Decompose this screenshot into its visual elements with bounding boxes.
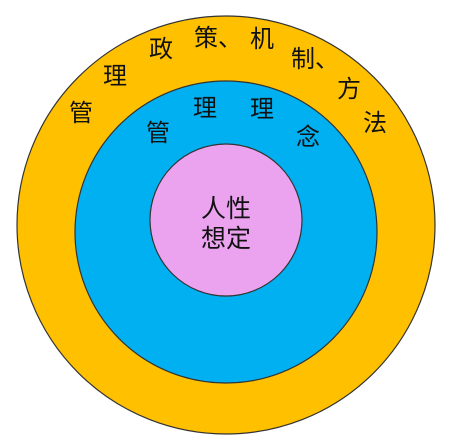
outer-label-char: 机 (250, 25, 274, 53)
middle-label-char: 管 (146, 119, 170, 147)
outer-label-char: 法 (363, 109, 387, 137)
outer-label-char: 策、 (194, 24, 242, 52)
inner-circle (149, 143, 303, 297)
middle-label-char: 念 (296, 123, 320, 151)
outer-label-char: 管 (69, 99, 93, 127)
outer-label-char: 理 (103, 62, 127, 90)
outer-label-char: 制、 (291, 45, 339, 73)
outer-label-char: 政 (149, 35, 173, 63)
middle-label-char: 理 (250, 95, 274, 123)
outer-label-char: 方 (337, 75, 361, 103)
inner-label-line: 人性 (201, 194, 251, 223)
middle-label-char: 理 (193, 94, 217, 122)
inner-label-line: 想定 (201, 224, 251, 253)
